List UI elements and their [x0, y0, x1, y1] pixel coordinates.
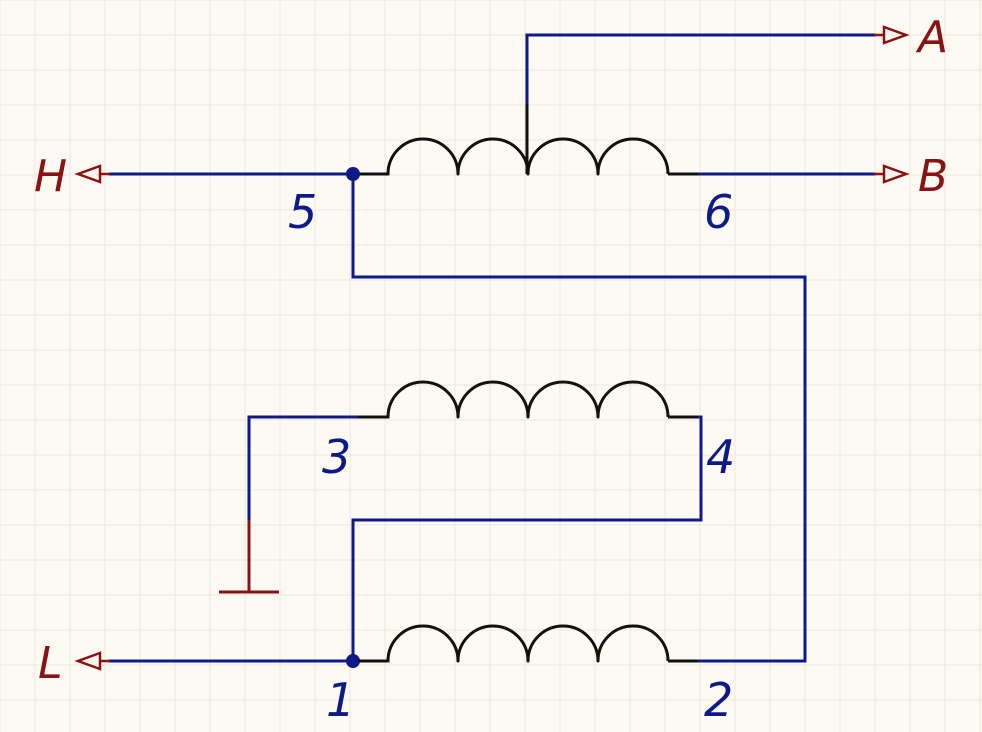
inductor-bottom[interactable]	[358, 624, 698, 663]
inductor-top[interactable]	[360, 104, 698, 176]
wires	[108, 33, 876, 663]
wire-node5-to-pin2[interactable]	[351, 172, 807, 663]
wire-pin4-to-node1[interactable]	[351, 415, 703, 663]
port-label-l: L	[38, 638, 63, 689]
junction-dot-node1[interactable]	[346, 654, 360, 668]
port-label-h: H	[34, 151, 67, 202]
pin-label-6: 6	[704, 185, 733, 239]
pin-label-5: 5	[288, 185, 317, 239]
wire-tap-to-a[interactable]	[525, 33, 876, 106]
port-h-arrow-icon[interactable]	[74, 164, 102, 184]
port-label-a: A	[915, 12, 948, 63]
port-label-b: B	[918, 151, 948, 202]
pin-label-2: 2	[704, 673, 733, 727]
pin-label-1: 1	[326, 673, 355, 727]
wire-pin3-to-ground[interactable]	[247, 415, 390, 522]
junction-dot-node5[interactable]	[346, 167, 360, 181]
port-b-arrow-icon[interactable]	[882, 164, 910, 184]
port-l-arrow-icon[interactable]	[74, 651, 102, 671]
pin-label-4: 4	[706, 430, 735, 484]
ground-icon[interactable]	[219, 520, 279, 594]
pin-label-3: 3	[322, 430, 351, 484]
inductor-middle[interactable]	[358, 380, 698, 419]
